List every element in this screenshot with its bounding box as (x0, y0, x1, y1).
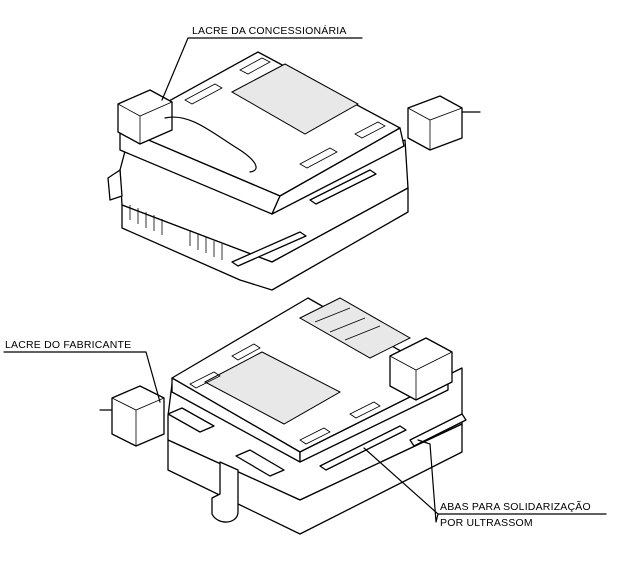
top-device (107, 51, 481, 291)
label-ultrasonic-tabs-line1: ABAS PARA SOLIDARIZAÇÃO (440, 500, 591, 513)
bottom-device-lid-slots (189, 343, 381, 445)
ultrasonic-tab-right-end (409, 413, 467, 447)
top-device-lid-side (271, 127, 405, 215)
ultrasonic-tab-left (167, 407, 215, 433)
ultrasonic-tab-center (235, 449, 285, 477)
bottom-device-label-window (203, 351, 342, 425)
concessionaire-seal-block (117, 89, 173, 145)
concessionaire-seal-wire (164, 116, 257, 173)
leader-ultrasonic-tabs: ABAS PARA SOLIDARIZAÇÃO POR ULTRASSOM (363, 439, 607, 529)
top-device-label-window (230, 63, 360, 135)
bottom-device-back-seal (389, 337, 453, 401)
top-device-skirt (121, 187, 409, 291)
top-device-right-seal (407, 95, 463, 151)
leader-manufacturer-seal: LACRE DO FABRICANTE (3, 339, 161, 403)
top-device-side-tab (309, 169, 377, 205)
bottom-device (99, 297, 467, 535)
leader-concessionaire-seal: LACRE DA CONCESSIONÁRIA (161, 24, 363, 101)
bottom-device-connector-window (298, 297, 412, 359)
top-device-side-tab-lower (231, 231, 307, 267)
top-device-left-ear (107, 169, 123, 201)
top-device-front-grille (129, 205, 223, 260)
label-manufacturer-seal: LACRE DO FABRICANTE (5, 339, 131, 351)
ultrasonic-tab-right (319, 425, 407, 471)
bottom-device-clip (211, 461, 239, 523)
bottom-device-lid-side (299, 377, 449, 463)
label-concessionaire-seal: LACRE DA CONCESSIONÁRIA (192, 24, 347, 37)
label-ultrasonic-tabs-line2: POR ULTRASSOM (440, 517, 533, 529)
top-device-lid-slots (184, 57, 386, 169)
manufacturer-seal-block (111, 385, 165, 447)
